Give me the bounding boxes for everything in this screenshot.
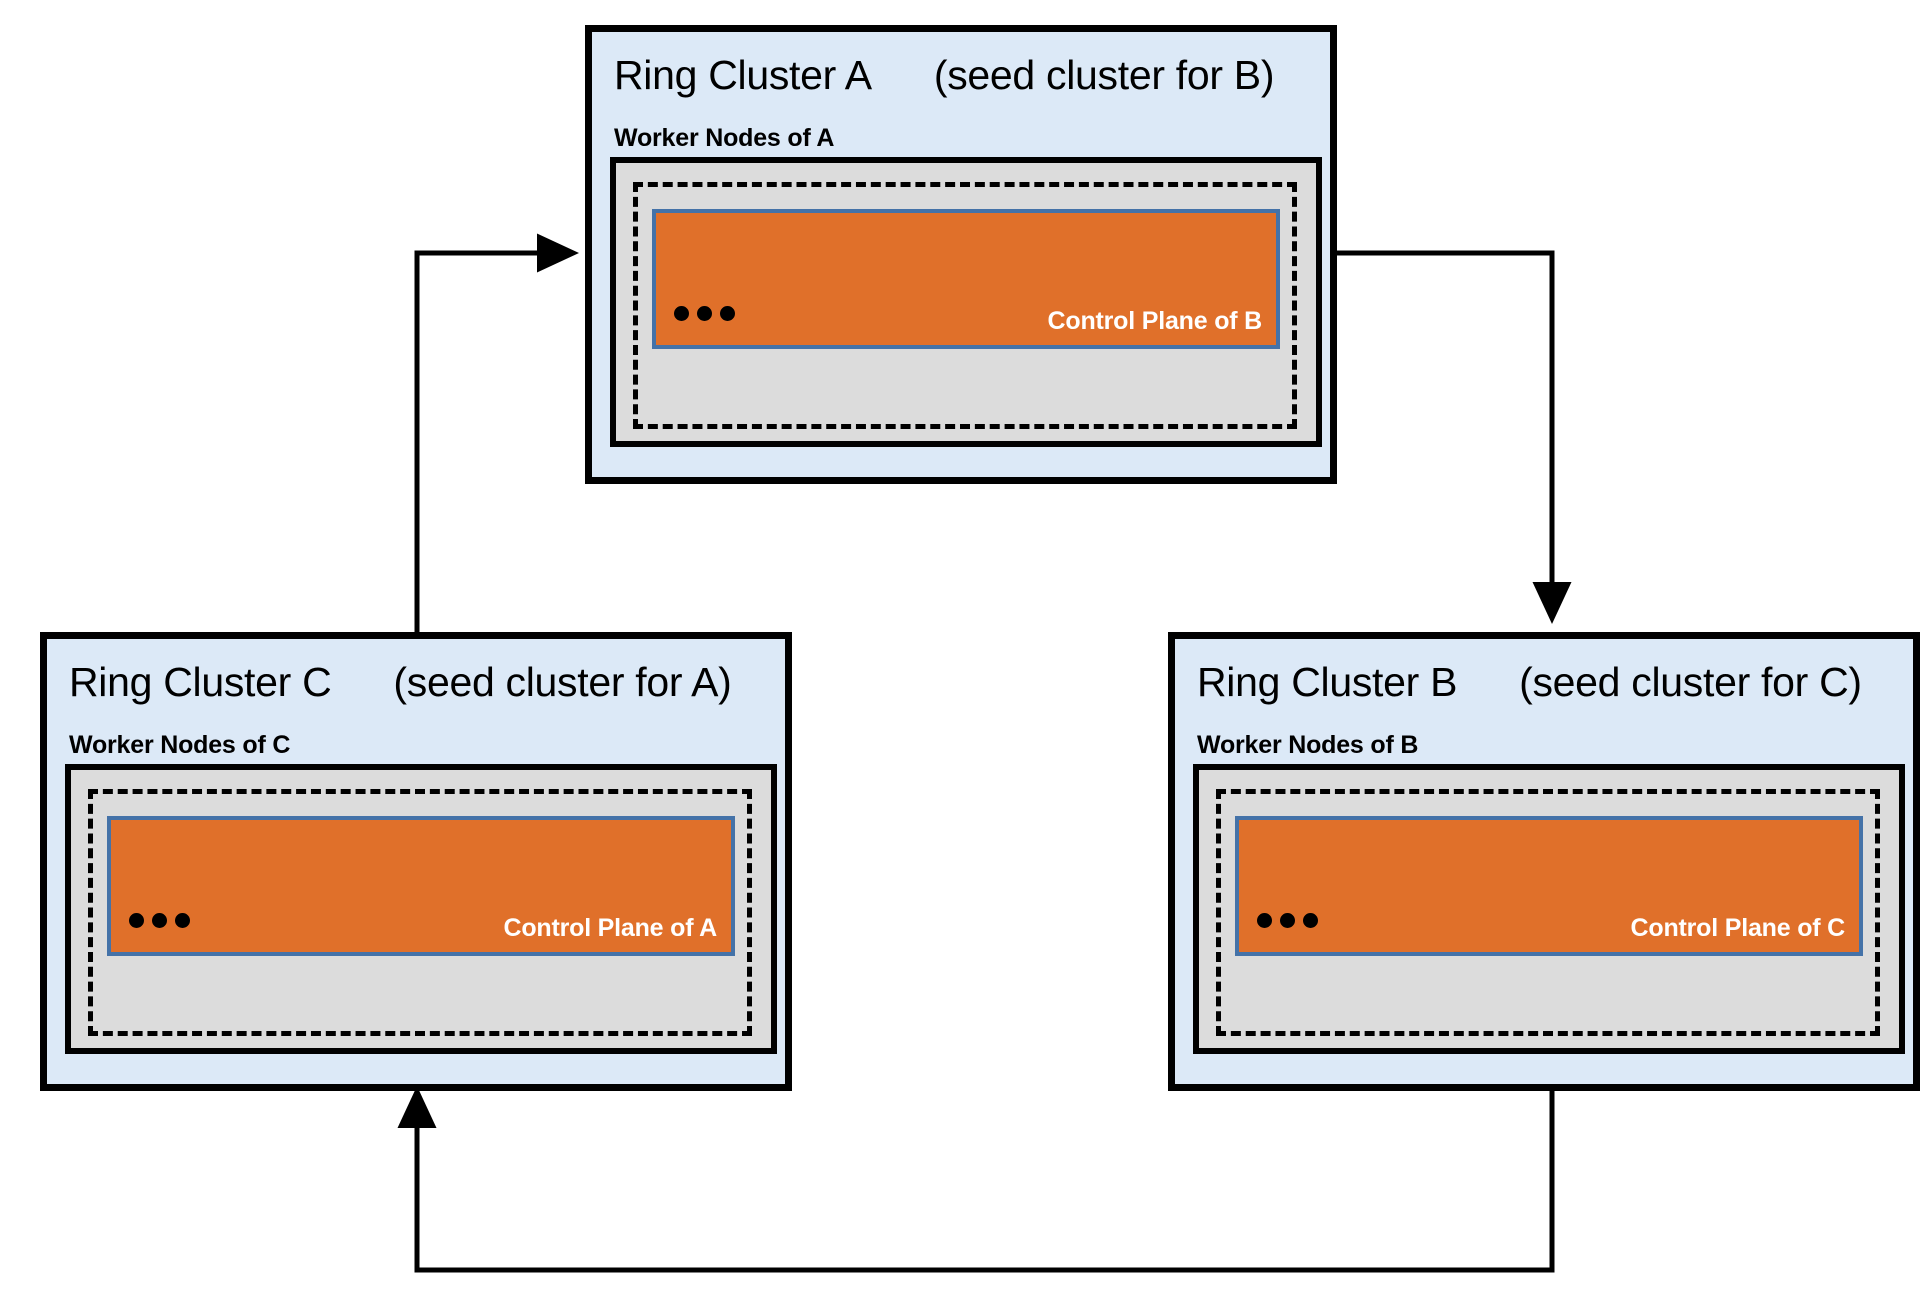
cluster-name-b: Ring Cluster B	[1197, 659, 1458, 705]
cluster-title-c: Ring Cluster C (seed cluster for A)	[69, 659, 732, 706]
more-nodes-ellipsis-a	[674, 306, 735, 321]
arrow-a-to-b	[1337, 250, 1572, 625]
worker-nodes-box-a[interactable]: Control Plane of B	[610, 157, 1322, 447]
worker-nodes-box-b[interactable]: Control Plane of C	[1193, 764, 1905, 1054]
arrow-b-to-c	[397, 1076, 1555, 1273]
cluster-name-a: Ring Cluster A	[614, 52, 872, 98]
worker-node-boundary-c	[88, 789, 752, 1036]
cluster-seed-b: (seed cluster for C)	[1519, 659, 1862, 705]
control-plane-label-b: Control Plane of B	[1047, 307, 1263, 335]
control-plane-box-a[interactable]: Control Plane of A	[107, 816, 735, 956]
cluster-title-a: Ring Cluster A (seed cluster for B)	[614, 52, 1275, 99]
worker-nodes-label-c: Worker Nodes of C	[69, 731, 291, 759]
worker-nodes-label-b: Worker Nodes of B	[1197, 731, 1419, 759]
control-plane-box-c[interactable]: Control Plane of C	[1235, 816, 1863, 956]
more-nodes-ellipsis-b	[1257, 913, 1318, 928]
cluster-box-a[interactable]: Ring Cluster A (seed cluster for B) Work…	[585, 25, 1337, 484]
cluster-box-b[interactable]: Ring Cluster B (seed cluster for C) Work…	[1168, 632, 1920, 1091]
control-plane-label-a: Control Plane of A	[503, 914, 717, 942]
cluster-seed-a: (seed cluster for B)	[933, 52, 1275, 98]
cluster-name-c: Ring Cluster C	[69, 659, 332, 705]
worker-nodes-label-a: Worker Nodes of A	[614, 124, 835, 152]
worker-node-boundary-a	[633, 182, 1297, 429]
arrow-c-to-a	[414, 233, 580, 632]
control-plane-label-c: Control Plane of C	[1630, 914, 1846, 942]
cluster-seed-c: (seed cluster for A)	[393, 659, 732, 705]
cluster-box-c[interactable]: Ring Cluster C (seed cluster for A) Work…	[40, 632, 792, 1091]
worker-node-boundary-b	[1216, 789, 1880, 1036]
control-plane-box-b[interactable]: Control Plane of B	[652, 209, 1280, 349]
worker-nodes-box-c[interactable]: Control Plane of A	[65, 764, 777, 1054]
more-nodes-ellipsis-c	[129, 913, 190, 928]
cluster-title-b: Ring Cluster B (seed cluster for C)	[1197, 659, 1862, 706]
